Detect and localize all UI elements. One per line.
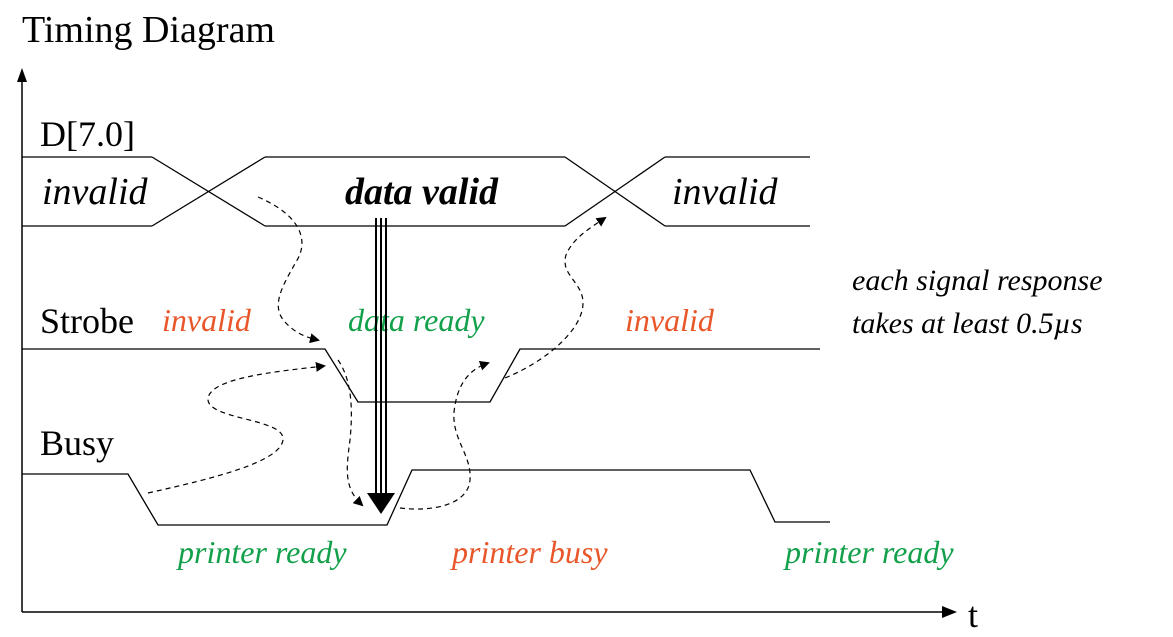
busy-state-printer-ready-2: printer ready bbox=[783, 534, 954, 570]
data-signal-name: D[7.0] bbox=[40, 114, 135, 154]
note-line-1: each signal response bbox=[852, 264, 1103, 297]
data-state-invalid-1: invalid bbox=[42, 171, 149, 213]
data-state-invalid-2: invalid bbox=[672, 171, 779, 213]
data-to-busy-arrowhead-icon bbox=[367, 493, 395, 514]
x-axis-label: t bbox=[968, 595, 978, 635]
busy-signal-name: Busy bbox=[40, 423, 114, 463]
strobe-waveform bbox=[22, 348, 820, 403]
strobe-state-invalid-1: invalid bbox=[162, 302, 252, 338]
note-line-2: takes at least 0.5µs bbox=[852, 307, 1083, 340]
causality-arrows bbox=[147, 196, 607, 510]
busy-to-strobe-arrow bbox=[147, 361, 326, 494]
y-axis-arrow-icon bbox=[17, 68, 27, 82]
strobe-state-invalid-2: invalid bbox=[625, 302, 715, 338]
busy-state-printer-busy: printer busy bbox=[450, 534, 608, 570]
strobe-signal-name: Strobe bbox=[40, 301, 134, 341]
busy-waveform bbox=[22, 469, 830, 526]
x-axis-arrow-icon bbox=[942, 606, 957, 618]
data-bus-waveform bbox=[22, 156, 810, 227]
diagram-title: Timing Diagram bbox=[22, 9, 275, 51]
strobe-state-data-ready: data ready bbox=[348, 302, 485, 338]
strobe-to-data-invalid-arrow bbox=[504, 216, 607, 379]
strobe-to-busy-arrow bbox=[337, 359, 364, 507]
data-state-valid: data valid bbox=[345, 171, 499, 213]
busy-to-strobe-release-arrow bbox=[399, 360, 490, 510]
data-to-busy-arrow bbox=[375, 218, 387, 496]
data-valid-to-strobe-arrow bbox=[257, 196, 320, 344]
busy-state-printer-ready-1: printer ready bbox=[176, 534, 347, 570]
